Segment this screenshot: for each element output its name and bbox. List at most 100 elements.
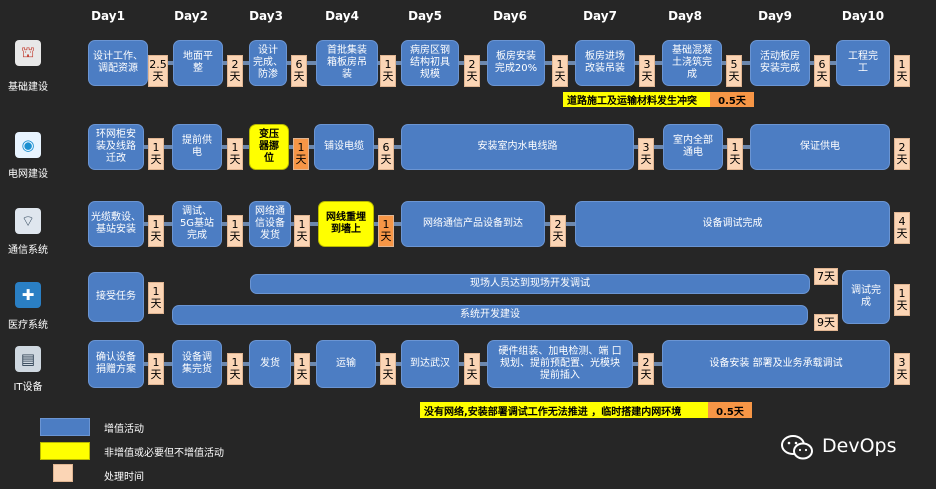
it-time-5: 1 天 (464, 353, 480, 385)
comm-task-4-cable: 网线重埋 到墙上 (318, 201, 374, 247)
infra-conflict-time: 0.5天 (710, 92, 754, 107)
comm-time-1: 1 天 (148, 215, 164, 247)
grid-task-7: 保证供电 (750, 124, 890, 170)
comm-time-3: 1 天 (294, 215, 310, 247)
infra-task-9: 活动板房 安装完成 (750, 40, 810, 86)
day-1-header: Day1 (91, 9, 125, 23)
it-network-time: 0.5天 (708, 402, 752, 418)
legend-swatch-processing-time (53, 464, 73, 482)
legend-label-processing-time: 处理时间 (104, 472, 144, 483)
infra-task-6: 板房安装 完成20% (487, 40, 545, 86)
it-task-4: 运输 (316, 340, 376, 388)
infra-time-8: 5 天 (726, 55, 742, 87)
infra-task-5: 病房区钢 结构初具 规模 (401, 40, 459, 86)
infra-task-4: 首批集装 箱板房吊 装 (316, 40, 378, 86)
grid-time-1: 1 天 (148, 138, 164, 170)
infra-conflict-note: 道路施工及运输材料发生冲突 (563, 92, 710, 107)
it-time-6: 2 天 (638, 353, 654, 385)
legend-swatch-value-added (40, 418, 90, 436)
it-time-2: 1 天 (227, 353, 243, 385)
grid-task-1: 环网柜安 装及线路 迁改 (88, 124, 144, 170)
day-7-header: Day7 (583, 9, 617, 23)
row-label-infra: 基础建设 (8, 82, 48, 93)
wechat-icon (781, 435, 813, 460)
server-icon: ▤ (15, 346, 41, 372)
it-task-6: 硬件组装、加电检测、端 口 规划、提前预配置、光模块 提前插入 (487, 340, 633, 388)
it-task-1: 确认设备 捐赠方案 (88, 340, 144, 388)
day-6-header: Day6 (493, 9, 527, 23)
it-time-1: 1 天 (148, 353, 164, 385)
day-9-header: Day9 (758, 9, 792, 23)
comm-task-1: 光缆敷设、 基站安装 (88, 201, 144, 247)
infra-task-2: 地面平 整 (173, 40, 223, 86)
row-label-medical: 医疗系统 (8, 320, 48, 331)
grid-task-6: 室内全部 通电 (663, 124, 723, 170)
grid-time-7: 2 天 (894, 138, 910, 170)
infra-time-4: 1 天 (380, 55, 396, 87)
it-network-note: 没有网络,安装部署调试工作无法推进 ，临时搭建内网环境 (420, 402, 708, 418)
infra-time-7: 3 天 (639, 55, 655, 87)
day-4-header: Day4 (325, 9, 359, 23)
grid-task-2: 提前供 电 (172, 124, 222, 170)
infra-time-1: 2.5 天 (148, 55, 168, 87)
comm-time-5: 2 天 (550, 215, 566, 247)
day-2-header: Day2 (174, 9, 208, 23)
infra-time-10: 1 天 (894, 55, 910, 87)
comm-time-2: 1 天 (227, 215, 243, 247)
legend-label-non-value: 非增值或必要但不增值活动 (104, 448, 224, 459)
infra-time-3: 6 天 (291, 55, 307, 87)
comm-task-6: 设备调试完成 (575, 201, 890, 247)
it-task-5: 到达武汉 (401, 340, 459, 388)
it-time-3: 1 天 (294, 353, 310, 385)
grid-time-2: 1 天 (227, 138, 243, 170)
day-5-header: Day5 (408, 9, 442, 23)
it-task-7: 设备安装 部署及业务承载调试 (662, 340, 890, 388)
it-task-3: 发货 (249, 340, 291, 388)
infra-time-9: 6 天 (814, 55, 830, 87)
day-3-header: Day3 (249, 9, 283, 23)
infra-task-7: 板房进场 改装吊装 (575, 40, 635, 86)
legend-label-value-added: 增值活动 (104, 424, 144, 435)
medical-time-3: 9天 (814, 314, 838, 331)
it-time-4: 1 天 (380, 353, 396, 385)
comm-task-2: 调试、 5G基站 完成 (172, 201, 222, 247)
infra-time-5: 2 天 (464, 55, 480, 87)
medical-task-4: 调试完 成 (842, 270, 890, 324)
it-task-2: 设备调 集完货 (172, 340, 222, 388)
grid-time-4: 6 天 (378, 138, 394, 170)
row-label-comm: 通信系统 (8, 245, 48, 256)
day-10-header: Day10 (841, 9, 885, 23)
medical-task-3: 系统开发建设 (172, 305, 808, 325)
medical-task-2: 现场人员达到现场开发调试 (250, 274, 810, 294)
medical-icon: ✚ (15, 282, 41, 308)
grid-time-6: 1 天 (727, 138, 743, 170)
it-time-7: 3 天 (894, 353, 910, 385)
comm-task-5: 网络通信产品设备到达 (401, 201, 545, 247)
medical-task-1: 接受任务 (88, 272, 144, 322)
infra-task-8: 基础混凝 土浇筑完 成 (662, 40, 722, 86)
medical-time-4: 1 天 (894, 284, 910, 316)
row-label-grid: 电网建设 (8, 169, 48, 180)
comm-task-3: 网络通 信设备 发货 (249, 201, 291, 247)
infra-task-1: 设计工作、 调配资源 (88, 40, 148, 86)
legend-swatch-non-value (40, 442, 90, 460)
grid-task-5: 安装室内水电线路 (401, 124, 634, 170)
antenna-icon: ⌔ (15, 208, 41, 234)
medical-time-2: 7天 (814, 268, 838, 285)
grid-task-3-transformer: 变压 器挪 位 (249, 124, 289, 170)
day-8-header: Day8 (668, 9, 702, 23)
medical-time-1: 1 天 (148, 282, 164, 314)
infra-time-6: 1 天 (552, 55, 568, 87)
comm-time-6: 4 天 (894, 212, 910, 244)
grid-time-3: 1 天 (293, 138, 309, 170)
grid-time-5: 3 天 (638, 138, 654, 170)
watermark-text: DevOps (822, 435, 897, 457)
grid-task-4: 铺设电缆 (314, 124, 374, 170)
power-grid-icon: ◉ (15, 132, 41, 158)
infra-task-3: 设计 完成、 防渗 (249, 40, 287, 86)
infra-time-2: 2 天 (227, 55, 243, 87)
construction-icon: ⛫ (15, 40, 41, 66)
row-label-it: IT设备 (13, 382, 43, 393)
infra-task-10: 工程完 工 (836, 40, 890, 86)
comm-time-4: 1 天 (378, 215, 394, 247)
